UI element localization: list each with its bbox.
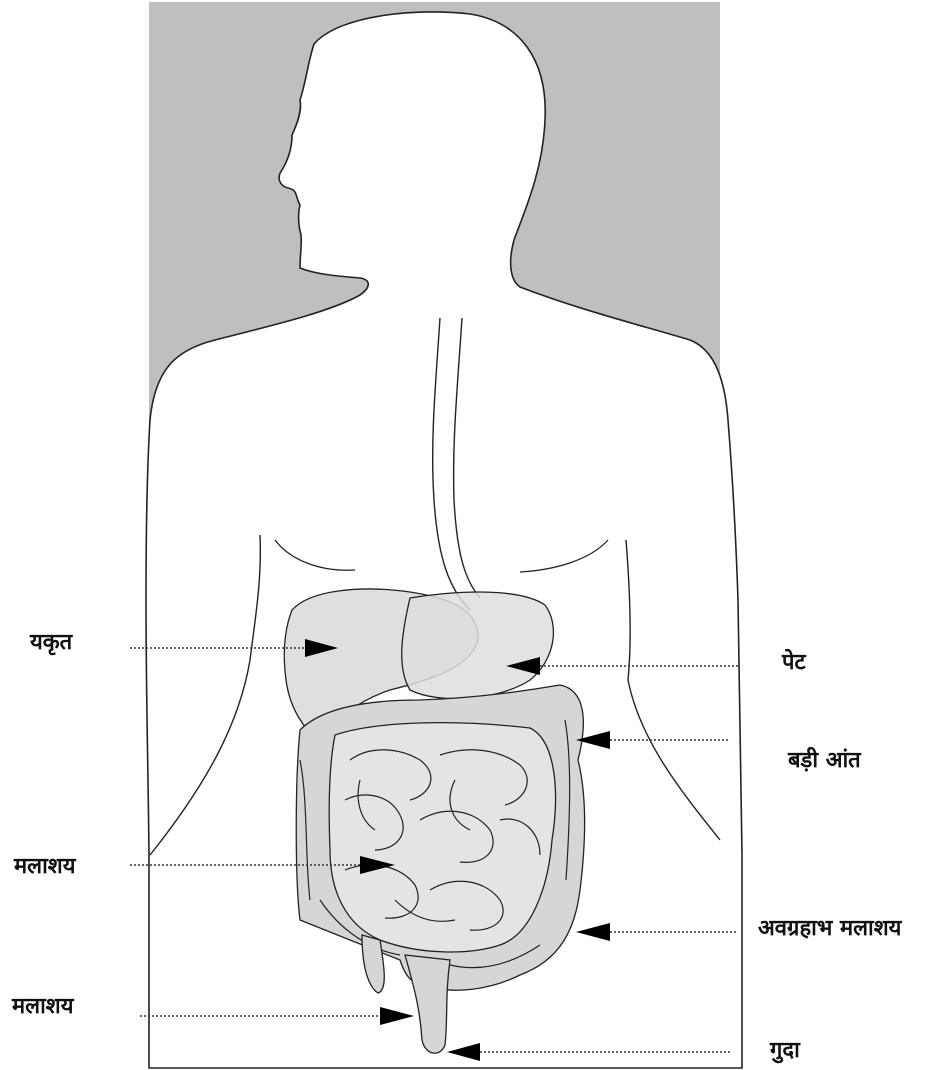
label-rectum-lower: मलाशय (12, 996, 74, 1018)
label-stomach: पेट (782, 652, 806, 674)
label-sigmoid-colon: अवग्रहाभ मलाशय (758, 918, 901, 940)
label-liver: यकृत (30, 632, 72, 654)
label-anus: गुदा (770, 1040, 800, 1062)
small-intestine (329, 723, 555, 952)
label-large-intestine: बड़ी आंत (788, 750, 861, 772)
label-rectum-left: मलाशय (14, 856, 76, 878)
